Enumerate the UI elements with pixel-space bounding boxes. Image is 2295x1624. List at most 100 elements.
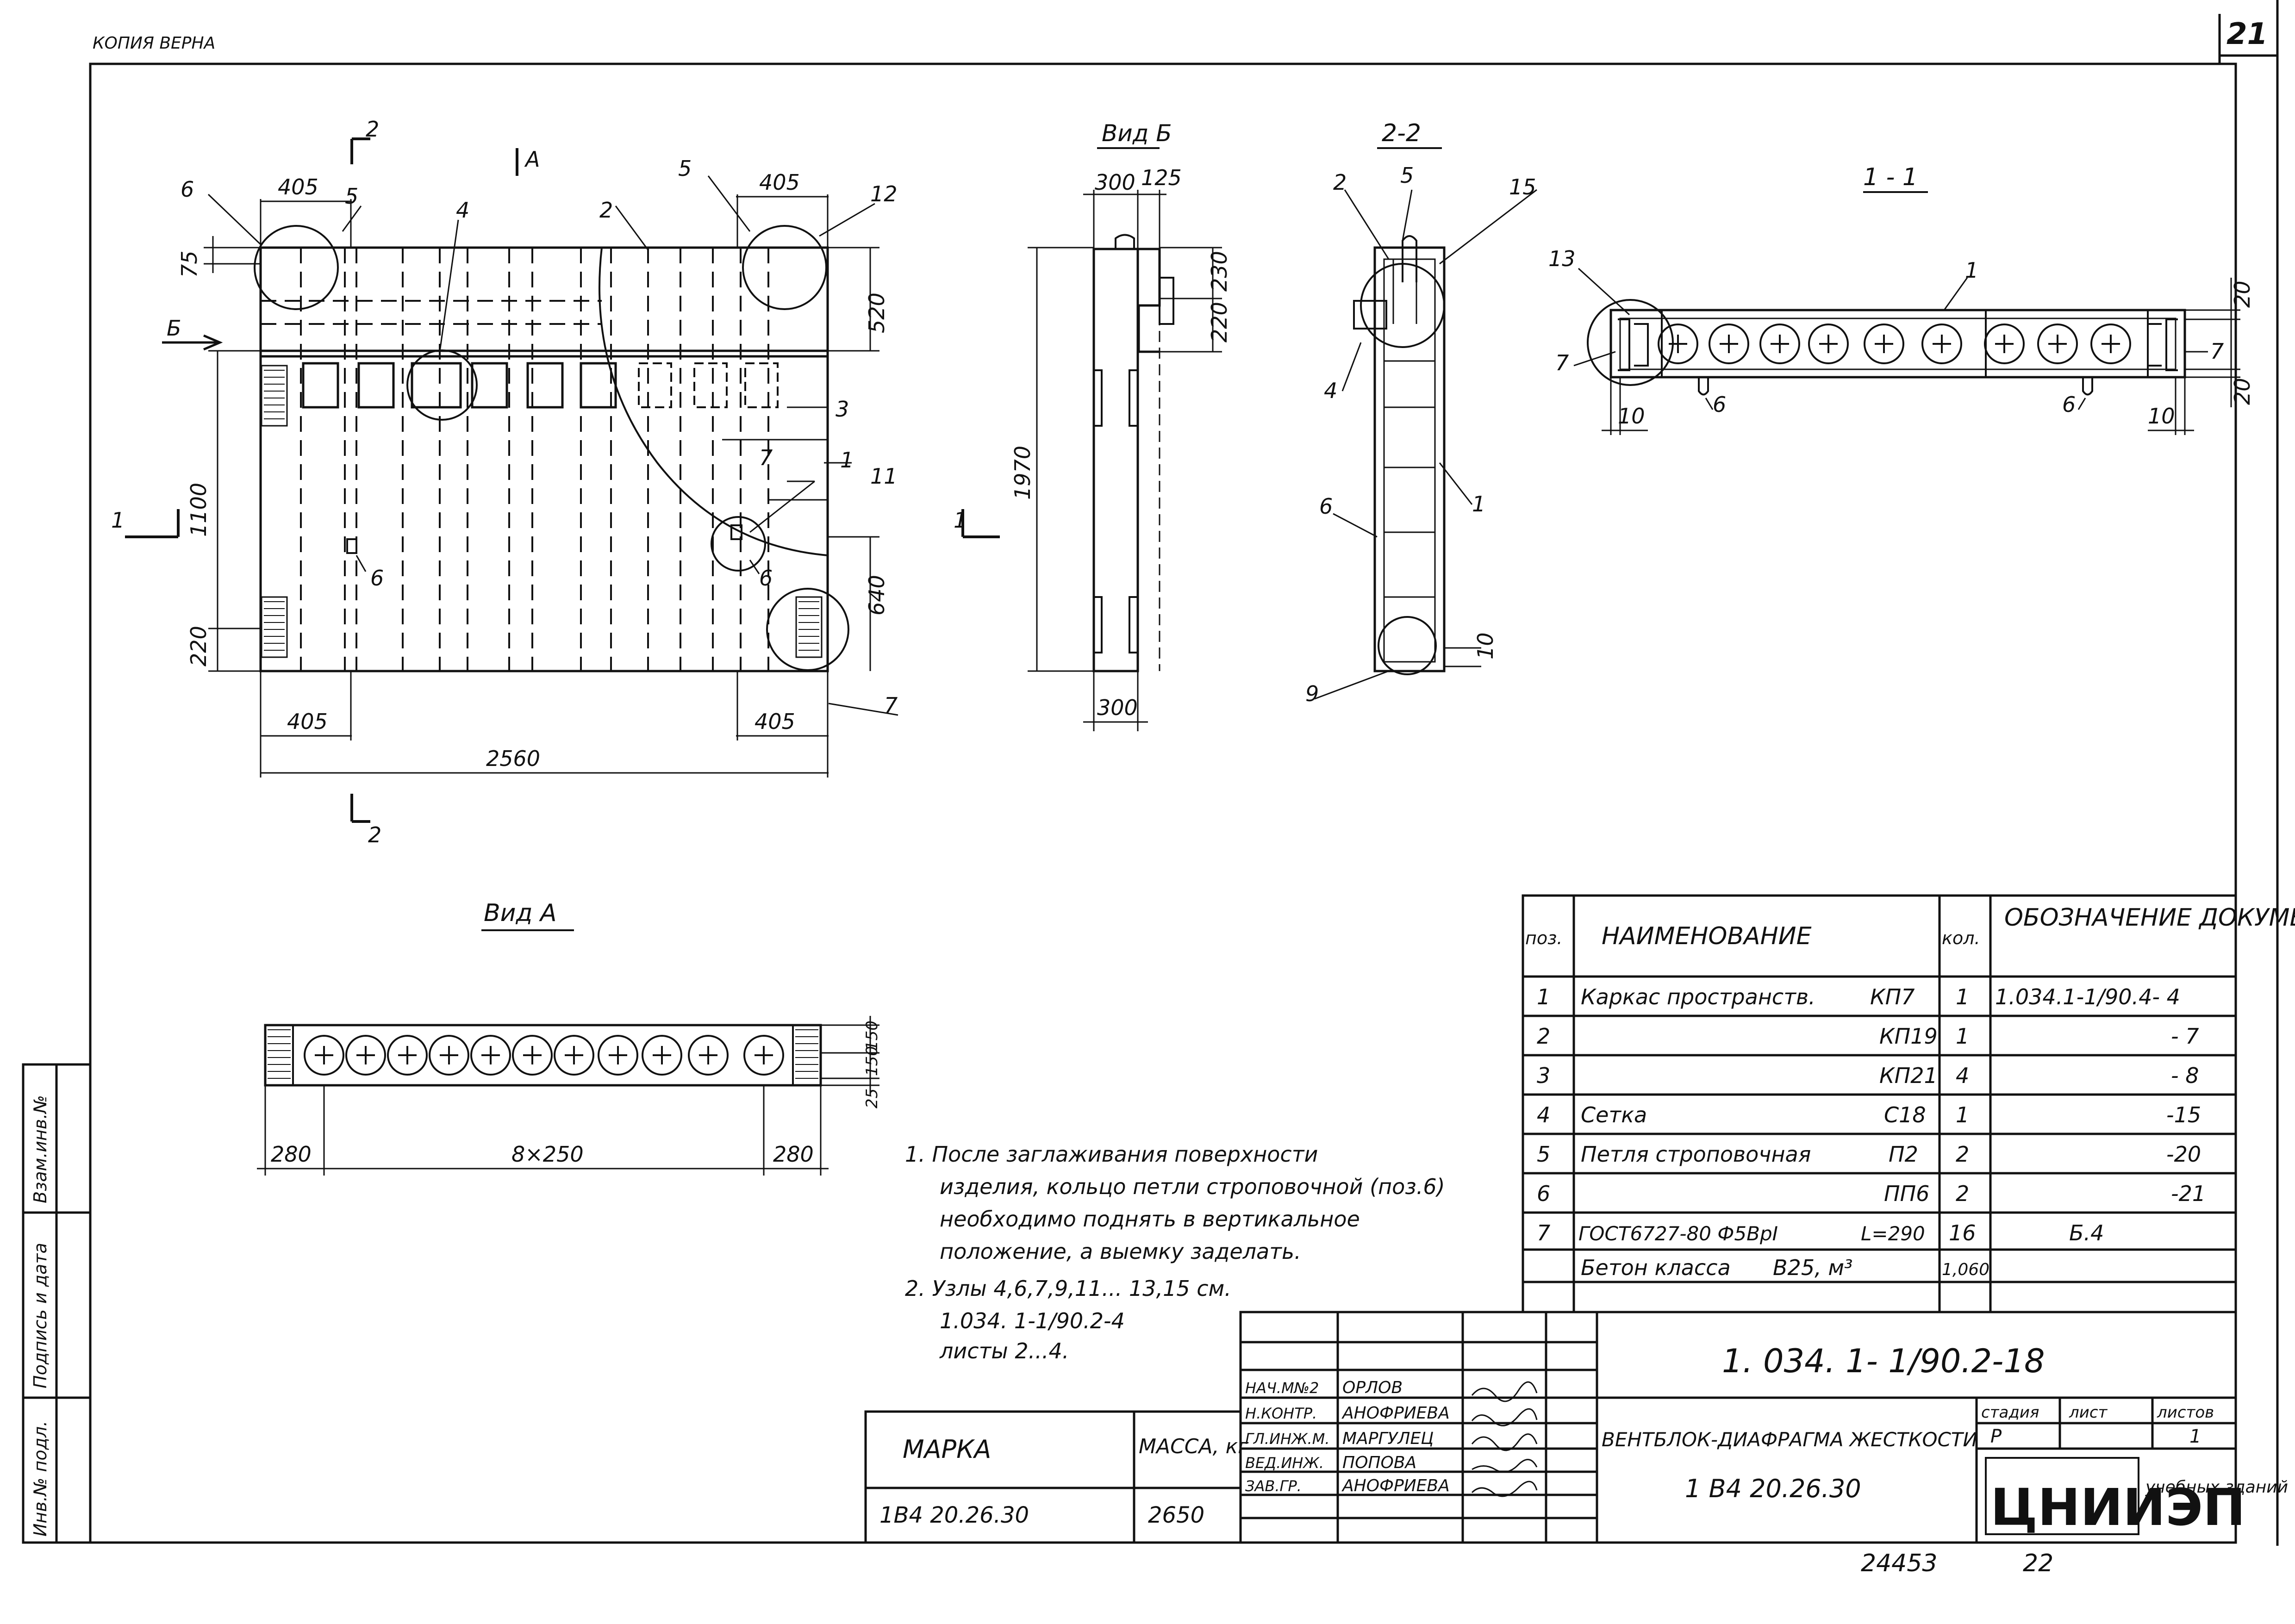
callout-6b: 6: [370, 566, 384, 591]
spec-row-8-name: Бетон класса: [1581, 1255, 1731, 1280]
s11-dim-10a: 10: [1618, 404, 1645, 429]
spec-table: [1522, 894, 2237, 1313]
mark-label: МАРКА: [903, 1435, 991, 1464]
side-stamp: [22, 1063, 92, 1544]
callout-5: 5: [345, 184, 358, 209]
va-dim-8x250: 8×250: [511, 1142, 584, 1167]
stamp-replace: Взам.инв.№: [30, 1095, 50, 1203]
callout-7a: 7: [759, 445, 773, 470]
spec-row-2-mark: КП19: [1879, 1024, 1938, 1049]
s22-dim-10: 10: [1473, 632, 1498, 660]
va-dim-280b: 280: [773, 1142, 814, 1167]
footer-page: 22: [2023, 1549, 2053, 1577]
spec-row-4-pos: 4: [1537, 1102, 1550, 1127]
callout-2: 2: [599, 198, 613, 223]
spec-header-pos: поз.: [1525, 928, 1562, 948]
vb-dim-300b: 300: [1097, 695, 1138, 720]
title-block-texts: 1. 034. 1- 1/90.2-18 ВЕНТБЛОК-ДИАФРАГМА …: [879, 1342, 2288, 1577]
callout-7b: 7: [884, 693, 898, 718]
mass-value: 2650: [1148, 1502, 1204, 1528]
section-2-2-texts: 2-2 2 5 15 4 6 1 9 10: [1305, 119, 1536, 706]
section-22-title: 2-2: [1382, 119, 1421, 147]
spec-row-8-qty: 1,060: [1942, 1260, 1989, 1279]
stage-label: стадия: [1981, 1403, 2039, 1422]
note-line-3: необходимо поднять в вертикальное: [940, 1207, 1360, 1232]
callout-6: 6: [181, 177, 194, 202]
vb-dim-1970: 1970: [1010, 446, 1035, 500]
stamp-sign: Подпись и дата: [30, 1243, 50, 1388]
copy-note: КОПИЯ ВЕРНА: [93, 34, 215, 53]
note-line-5: 2. Узлы 4,6,7,9,11... 13,15 см.: [905, 1276, 1231, 1301]
note-line-1: 1. После заглаживания поверхности: [905, 1142, 1318, 1167]
spec-row-1-pos: 1: [1537, 984, 1550, 1009]
s11-dim-20a: 20: [2230, 280, 2255, 308]
note-line-4: положение, а выемку заделать.: [940, 1239, 1301, 1264]
vb-dim-220: 220: [1207, 302, 1232, 342]
spec-row-7-name: ГОСТ6727-80 Ф5ВрI: [1578, 1222, 1778, 1245]
callout-1: 1: [840, 448, 854, 473]
spec-row-4-mark: С18: [1884, 1102, 1926, 1127]
callout-12: 12: [870, 181, 898, 206]
dim-2560: 2560: [486, 746, 540, 771]
footer-inventory: 24453: [1861, 1549, 1937, 1577]
s11-callout-7b: 7: [2210, 339, 2224, 364]
sheets-value: 1: [2189, 1426, 2201, 1447]
sheets-label: листов: [2157, 1403, 2214, 1422]
spec-row-1-qty: 1: [1956, 984, 1969, 1009]
spec-row-6-doc: -21: [2171, 1181, 2206, 1206]
section-2-2: [1314, 147, 1537, 700]
view-a-title: Вид А: [484, 899, 557, 927]
spec-header-name: НАИМЕНОВАНИЕ: [1602, 922, 1812, 950]
spec-table-texts: поз. НАИМЕНОВАНИЕ кол. ОБОЗНАЧЕНИЕ ДОКУМ…: [1525, 904, 2295, 1280]
dim-640: 640: [864, 575, 889, 616]
spec-row-2-doc: - 7: [2171, 1024, 2199, 1049]
sheet-number: 21: [2226, 17, 2268, 51]
staff-role-3: ГЛ.ИНЖ.М.: [1245, 1430, 1329, 1448]
s11-dim-10b: 10: [2148, 404, 2175, 429]
section-11-title: 1 - 1: [1863, 163, 1918, 191]
staff-role-1: НАЧ.М№2: [1245, 1379, 1319, 1397]
staff-name-5: АНОФРИЕВА: [1341, 1476, 1450, 1495]
dim-405-br: 405: [755, 709, 795, 734]
s22-callout-1: 1: [1472, 492, 1485, 516]
org-logo: ЦНИИЭП: [1990, 1478, 2245, 1537]
note-line-2: изделия, кольцо петли строповочной (поз.…: [940, 1174, 1445, 1199]
product-name: ВЕНТБЛОК-ДИАФРАГМА ЖЕСТКОСТИ: [1602, 1428, 1977, 1451]
org-subtitle: учебных зданий: [2145, 1478, 2288, 1497]
s11-callout-7a: 7: [1555, 350, 1569, 375]
dim-405-tl: 405: [278, 174, 318, 199]
spec-row-5-mark: П2: [1889, 1142, 1918, 1167]
spec-row-4-name: Сетка: [1581, 1102, 1647, 1127]
staff-role-2: Н.КОНТР.: [1245, 1405, 1317, 1422]
staff-role-4: ВЕД.ИНЖ.: [1245, 1454, 1324, 1472]
section-1-1: [1573, 191, 2240, 435]
spec-row-3-pos: 3: [1537, 1063, 1550, 1088]
section-mark-left: 1: [111, 508, 125, 533]
staff-name-4: ПОПОВА: [1342, 1453, 1416, 1472]
s11-callout-6a: 6: [1713, 392, 1726, 417]
staff-name-3: МАРГУЛЕЦ: [1342, 1429, 1434, 1448]
s22-callout-6: 6: [1319, 494, 1333, 519]
spec-header-qty: кол.: [1942, 928, 1980, 948]
spec-row-2-pos: 2: [1537, 1024, 1550, 1049]
view-b: [1028, 147, 1222, 731]
front-view: [125, 137, 1000, 823]
dim-405-tr: 405: [759, 170, 800, 195]
section-mark-top: 2: [366, 117, 379, 142]
spec-row-3-qty: 4: [1956, 1063, 1969, 1088]
va-dim-150a: 150: [863, 1020, 881, 1051]
side-stamp-texts: Инв.№ подл. Подпись и дата Взам.инв.№: [30, 1095, 50, 1537]
staff-name-1: ОРЛОВ: [1342, 1378, 1403, 1397]
s11-callout-13: 13: [1548, 246, 1576, 271]
spec-row-4-qty: 1: [1956, 1102, 1969, 1127]
section-1-1-texts: 1 - 1 13 1 7 7 6 6 20 20 10 10: [1548, 163, 2255, 429]
spec-row-1-doc: 1.034.1-1/90.4- 4: [1995, 984, 2180, 1009]
va-dim-280a: 280: [271, 1142, 312, 1167]
vb-dim-230: 230: [1207, 251, 1232, 292]
va-dim-150b: 150: [863, 1046, 881, 1076]
spec-row-7-doc: Б.4: [2069, 1220, 2104, 1245]
staff-name-2: АНОФРИЕВА: [1341, 1404, 1450, 1423]
spec-row-3-mark: КП21: [1879, 1063, 1938, 1088]
spec-row-3-doc: - 8: [2171, 1063, 2199, 1088]
callout-5b: 5: [678, 156, 692, 181]
